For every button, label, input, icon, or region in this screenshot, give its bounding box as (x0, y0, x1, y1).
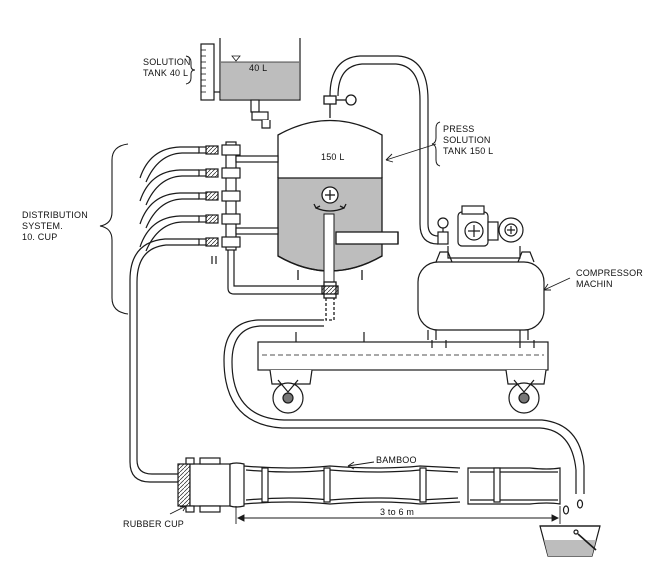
cart-platform (257, 332, 549, 414)
solution-tank-label-line2: TANK 40 L (143, 68, 189, 78)
return-hose (223, 319, 585, 494)
solution-tank-label: SOLUTION TANK 40 L (143, 57, 191, 79)
press-tank-label-line2: SOLUTION (443, 135, 491, 145)
compressor-machine (417, 205, 545, 340)
distribution-system-label: DISTRIBUTION SYSTEM. 10. CUP (22, 210, 88, 243)
solution-tank-brace (185, 55, 196, 85)
air-hose (329, 55, 439, 245)
press-tank-label: PRESS SOLUTION TANK 150 L (443, 124, 493, 157)
distribution-hoses (129, 146, 199, 483)
rubber-cup-label: RUBBER CUP (123, 519, 185, 529)
press-tank-label-line3: TANK 150 L (443, 146, 494, 156)
leader-lines (169, 143, 571, 515)
distribution-label-line2: SYSTEM. (22, 221, 63, 231)
distribution-label-line3: 10. CUP (22, 232, 58, 242)
compressor-label: COMPRESSOR MACHIN (576, 268, 643, 290)
bamboo-tube (243, 465, 561, 505)
press-tank-label-line1: PRESS (443, 124, 475, 134)
distance-dimension (235, 506, 561, 524)
distance-label: 3 to 6 m (380, 507, 415, 517)
press-tank-brace (431, 121, 441, 167)
rubber-cup (177, 457, 245, 513)
solution-tank (200, 38, 301, 129)
distribution-brace (99, 143, 129, 315)
bamboo-label: BAMBOO (376, 455, 417, 465)
collection-bucket (539, 499, 601, 557)
solution-tank-label-line1: SOLUTION (143, 57, 191, 67)
compressor-label-line2: MACHIN (576, 279, 613, 289)
distribution-label-line1: DISTRIBUTION (22, 210, 88, 220)
mixer-motor (313, 186, 347, 212)
compressor-label-line1: COMPRESSOR (576, 268, 644, 278)
solution-tank-volume: 40 L (249, 63, 268, 73)
press-tank-volume: 150 L (321, 152, 345, 162)
distribution-manifold (198, 141, 324, 295)
